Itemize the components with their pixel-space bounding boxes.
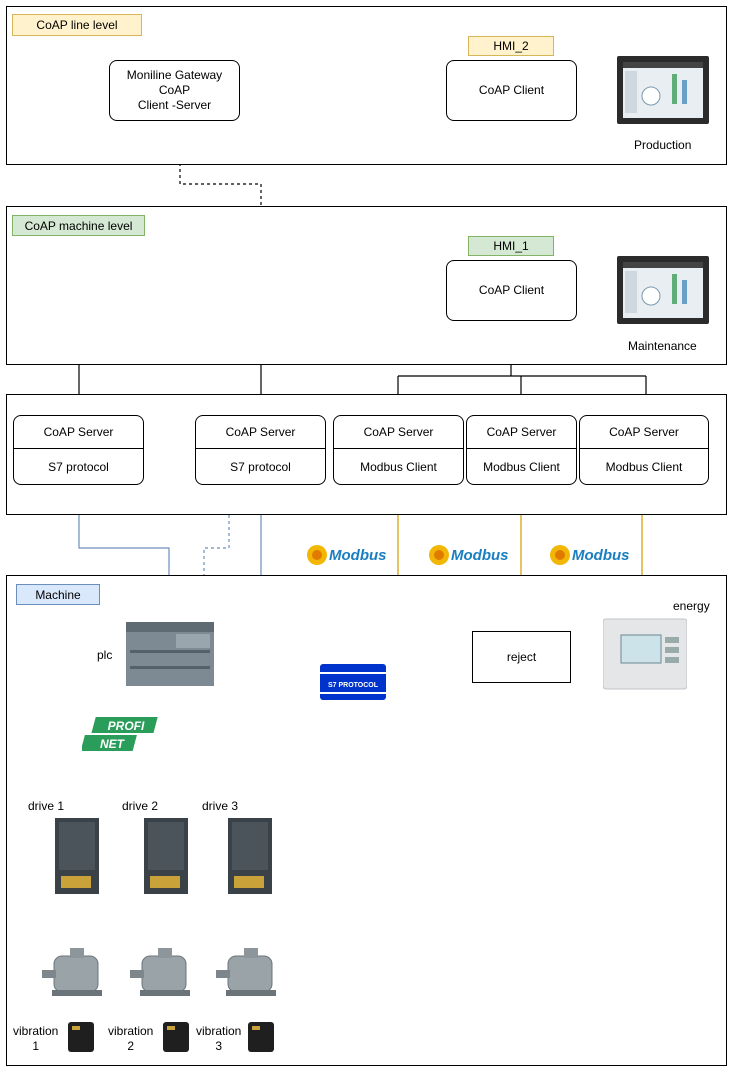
hmi-maintenance-image bbox=[617, 256, 709, 324]
drive-1-label: drive 1 bbox=[28, 799, 65, 813]
drive-2-image bbox=[144, 818, 188, 894]
coap-server-4[interactable]: CoAP Server Modbus Client bbox=[466, 415, 577, 485]
hmi-production-image bbox=[617, 56, 709, 124]
s7-protocol-logo: S7 PROTOCOL bbox=[320, 664, 386, 700]
drive-1-image bbox=[55, 818, 99, 894]
vibration-2-line2: 2 bbox=[127, 1039, 135, 1053]
energy-label: energy bbox=[673, 599, 710, 613]
motor-2-image bbox=[130, 948, 190, 996]
vibration-2-line1: vibration bbox=[108, 1024, 154, 1038]
plc-label: plc bbox=[97, 648, 113, 662]
machine-tag: Machine bbox=[16, 584, 100, 605]
vibration-1-line1: vibration bbox=[13, 1024, 59, 1038]
vibration-1-line2: 1 bbox=[32, 1039, 40, 1053]
coap-server-1[interactable]: CoAP Server S7 protocol bbox=[13, 415, 144, 485]
server-3-title: CoAP Server bbox=[334, 416, 463, 449]
modbus-logo-1: Modbus bbox=[307, 545, 387, 565]
motor-3-image bbox=[216, 948, 276, 996]
hmi1-client-label: CoAP Client bbox=[478, 283, 545, 297]
vibration-sensor-2-image bbox=[163, 1022, 189, 1052]
reject-label: reject bbox=[506, 649, 537, 664]
coap-server-2[interactable]: CoAP Server S7 protocol bbox=[195, 415, 326, 485]
vibration-3-line1: vibration bbox=[196, 1024, 242, 1038]
gateway-line-2: CoAP bbox=[158, 83, 191, 97]
modbus-logo-2-text: Modbus bbox=[451, 547, 509, 564]
server-3-protocol: Modbus Client bbox=[360, 460, 437, 474]
modbus-logo-2: Modbus bbox=[429, 545, 509, 565]
server-2-title: CoAP Server bbox=[196, 416, 325, 449]
drive-3-image bbox=[228, 818, 272, 894]
vibration-sensor-1-image bbox=[68, 1022, 94, 1052]
machine-level-tag: CoAP machine level bbox=[12, 215, 145, 236]
server-4-protocol: Modbus Client bbox=[483, 460, 560, 474]
gateway-line-3: Client -Server bbox=[137, 98, 212, 112]
hmi2-client-label: CoAP Client bbox=[478, 83, 545, 97]
production-caption: Production bbox=[634, 138, 692, 152]
hmi2-coap-client[interactable]: CoAP Client bbox=[446, 60, 577, 121]
server-1-title: CoAP Server bbox=[14, 416, 143, 449]
plc-image bbox=[126, 622, 214, 686]
modbus-logo-3-text: Modbus bbox=[572, 547, 630, 564]
vibration-3-line2: 3 bbox=[215, 1039, 223, 1053]
vibration-1-label: vibration 1 bbox=[13, 1024, 58, 1054]
line-level-tag: CoAP line level bbox=[12, 14, 142, 36]
server-4-title: CoAP Server bbox=[467, 416, 576, 449]
energy-meter-image bbox=[603, 618, 687, 690]
profinet-logo: PROFI NET bbox=[82, 717, 158, 751]
modbus-logo-3: Modbus bbox=[550, 545, 630, 565]
vibration-sensor-3-image bbox=[248, 1022, 274, 1052]
vibration-2-label: vibration 2 bbox=[108, 1024, 153, 1054]
hmi1-tag: HMI_1 bbox=[468, 236, 554, 256]
motor-1-image bbox=[42, 948, 102, 996]
hmi2-tag: HMI_2 bbox=[468, 36, 554, 56]
maintenance-caption: Maintenance bbox=[628, 339, 697, 353]
server-5-protocol: Modbus Client bbox=[605, 460, 683, 474]
drive-2-label: drive 2 bbox=[122, 799, 159, 813]
moniline-gateway[interactable]: Moniline Gateway CoAP Client -Server bbox=[109, 60, 240, 121]
s7-logo-text: S7 PROTOCOL bbox=[328, 682, 379, 689]
server-5-title: CoAP Server bbox=[580, 416, 708, 449]
server-2-protocol: S7 protocol bbox=[230, 460, 291, 474]
reject-box[interactable]: reject bbox=[472, 631, 571, 683]
profinet-text-2: NET bbox=[100, 737, 126, 751]
coap-server-5[interactable]: CoAP Server Modbus Client bbox=[579, 415, 709, 485]
hmi1-coap-client[interactable]: CoAP Client bbox=[446, 260, 577, 321]
profinet-text-1: PROFI bbox=[108, 719, 145, 733]
server-1-protocol: S7 protocol bbox=[48, 460, 109, 474]
coap-server-3[interactable]: CoAP Server Modbus Client bbox=[333, 415, 464, 485]
gateway-line-1: Moniline Gateway bbox=[126, 68, 223, 82]
vibration-3-label: vibration 3 bbox=[196, 1024, 241, 1054]
drive-3-label: drive 3 bbox=[202, 799, 239, 813]
modbus-logo-1-text: Modbus bbox=[329, 547, 387, 564]
